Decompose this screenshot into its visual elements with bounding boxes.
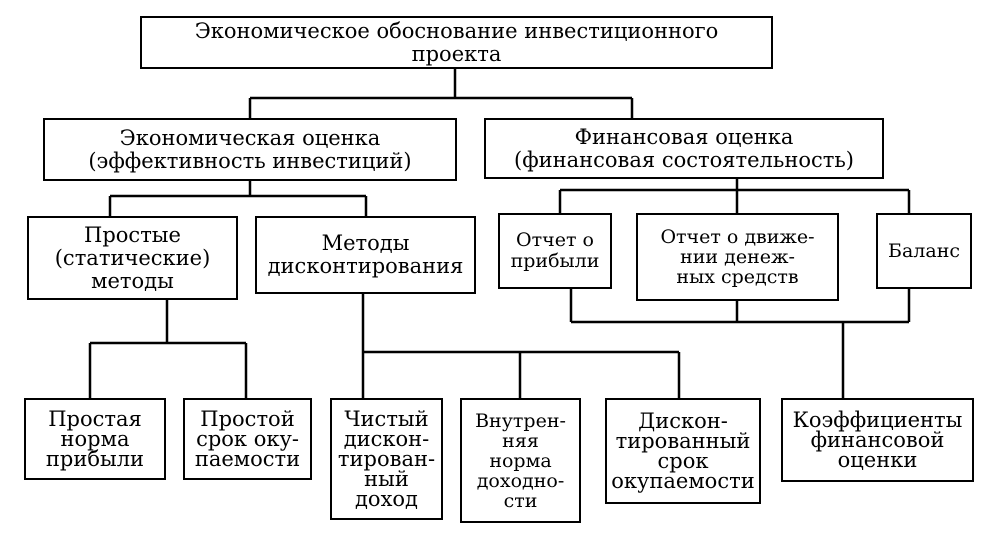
simple-rate-box: Простая норма прибыли (24, 398, 166, 480)
simple-rate-line-1: Простая (48, 407, 142, 431)
discounted-payback-line-4: окупаемости (611, 469, 755, 493)
cashflow-report-line-1: Отчет о движе- (660, 226, 815, 248)
financial-line-2: (финансовая состоятельность) (514, 147, 854, 172)
profit-report-box: Отчет о прибыли (498, 213, 612, 289)
simple-payback-box: Простой срок оку- паемости (183, 398, 312, 480)
irr-line-1: Внутрен- (475, 409, 566, 432)
economic-line-2: (эффективность инвестиций) (88, 148, 412, 173)
discounted-payback-box: Дискон- тированный срок окупаемости (605, 398, 761, 504)
cashflow-report-box: Отчет о движе- нии денеж- ных средств (636, 213, 839, 301)
simple-payback-line-3: паемости (194, 447, 301, 471)
irr-box: Внутрен- няя норма доходно- сти (460, 398, 581, 523)
npv-line-4: ный (364, 467, 409, 491)
simple-rate-line-2: норма (60, 427, 130, 451)
root-line-1: Экономическое обоснование инвестиционног… (194, 18, 719, 43)
discounted-payback-line-3: срок (657, 449, 709, 473)
npv-line-5: доход (355, 487, 418, 511)
root-line-2: проекта (411, 41, 502, 66)
discounted-payback-line-1: Дискон- (638, 409, 728, 433)
irr-line-2: няя (502, 429, 539, 452)
simple-methods-box: Простые (статические) методы (27, 216, 238, 300)
financial-evaluation-box: Финансовая оценка (финансовая состоятель… (484, 118, 884, 179)
cashflow-report-line-3: ных средств (676, 266, 799, 288)
simple-payback-line-1: Простой (200, 407, 295, 431)
discount-methods-line-2: дисконтирования (267, 254, 464, 278)
npv-box: Чистый дискон- тирован- ный доход (330, 398, 443, 520)
fin-ratios-box: Коэффициенты финансовой оценки (781, 398, 974, 482)
simple-methods-line-2: (статические) (54, 245, 211, 270)
irr-line-3: норма (489, 449, 552, 472)
simple-payback-line-2: срок оку- (196, 427, 299, 451)
simple-rate-line-3: прибыли (45, 447, 145, 471)
balance-box: Баланс (876, 213, 972, 289)
cashflow-report-line-2: нии денеж- (680, 246, 795, 268)
npv-line-3: тирован- (337, 447, 436, 471)
profit-report-line-2: прибыли (510, 250, 600, 272)
npv-line-1: Чистый (344, 407, 429, 431)
irr-line-4: доходно- (476, 469, 565, 492)
fin-ratios-line-3: оценки (837, 448, 918, 472)
discount-methods-line-1: Методы (321, 231, 410, 255)
economic-line-1: Экономическая оценка (119, 125, 381, 150)
simple-methods-line-3: методы (91, 268, 174, 293)
npv-line-2: дискон- (343, 427, 430, 451)
fin-ratios-line-2: финансовой (810, 428, 945, 452)
discounted-payback-line-2: тированный (615, 429, 751, 453)
irr-line-5: сти (503, 489, 538, 512)
root-box: Экономическое обоснование инвестиционног… (140, 16, 773, 69)
financial-line-1: Финансовая оценка (574, 124, 794, 149)
economic-evaluation-box: Экономическая оценка (эффективность инве… (43, 118, 457, 181)
balance-line-1: Баланс (888, 239, 960, 262)
discount-methods-box: Методы дисконтирования (255, 216, 476, 294)
simple-methods-line-1: Простые (84, 222, 181, 247)
fin-ratios-line-1: Коэффициенты (792, 408, 963, 432)
profit-report-line-1: Отчет о (516, 229, 594, 251)
